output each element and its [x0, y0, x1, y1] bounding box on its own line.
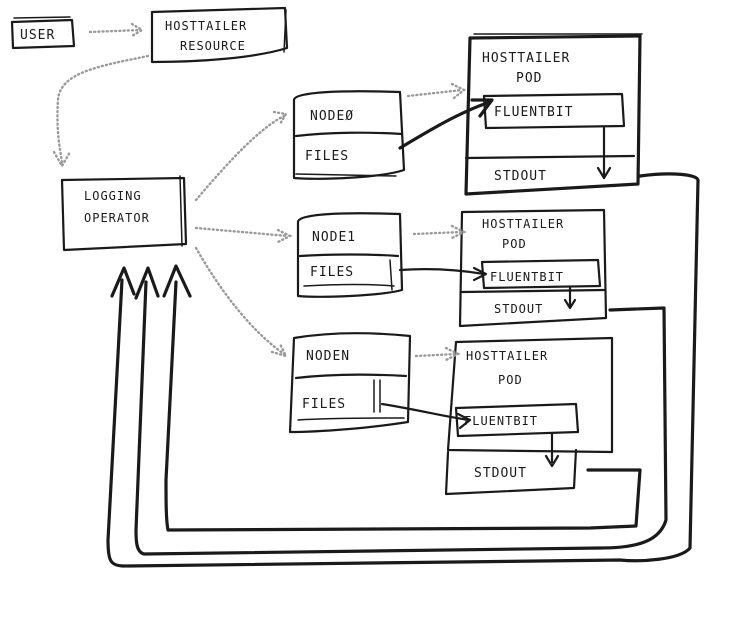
user-box: USER — [10, 16, 76, 50]
logging-operator-label-1: LOGGING — [84, 189, 142, 203]
noden-files-label: FILES — [302, 397, 346, 412]
podn-stdout-label: STDOUT — [474, 466, 527, 481]
pod0-stdout-label: STDOUT — [494, 169, 547, 184]
noden-box: NODEN FILES — [288, 332, 412, 434]
pod0-box: HOSTTAILER POD FLUENTBIT STDOUT — [464, 33, 643, 196]
node0-files-label: FILES — [305, 149, 349, 164]
pod0-fluentbit-label: FLUENTBIT — [494, 105, 573, 120]
pod1-box: HOSTTAILER POD FLUENTBIT STDOUT — [458, 208, 608, 328]
node1-label: NODE1 — [312, 230, 356, 245]
hosttailer-resource-label-2: RESOURCE — [180, 39, 246, 53]
pod0-title-2: POD — [516, 71, 542, 86]
node0-label: NODEØ — [310, 109, 354, 124]
logging-operator-box: LOGGING OPERATOR — [60, 175, 188, 252]
dotted-arrows — [52, 22, 467, 362]
node1-box: NODE1 FILES — [296, 212, 404, 298]
node0-box: NODEØ FILES — [292, 90, 406, 180]
node1-files-label: FILES — [310, 265, 354, 280]
return-pipes — [106, 172, 700, 568]
podn-title-1: HOSTTAILER — [466, 349, 548, 363]
podn-fluentbit-label: FLUENTBIT — [464, 414, 538, 428]
user-label: USER — [20, 28, 55, 43]
pod1-fluentbit-label: FLUENTBIT — [490, 270, 564, 284]
logging-operator-label-2: OPERATOR — [84, 211, 150, 225]
pod1-title-1: HOSTTAILER — [482, 217, 564, 231]
noden-label: NODEN — [306, 349, 350, 364]
solid-arrows — [380, 98, 612, 468]
pod1-title-2: POD — [502, 237, 527, 251]
pod1-stdout-label: STDOUT — [494, 302, 543, 316]
pod0-title-1: HOSTTAILER — [482, 51, 570, 66]
hosttailer-resource-box: HOSTTAILER RESOURCE — [150, 6, 289, 64]
hosttailer-resource-label-1: HOSTTAILER — [165, 19, 247, 33]
podn-title-2: POD — [498, 373, 523, 387]
podn-box: HOSTTAILER POD FLUENTBIT STDOUT — [444, 336, 614, 496]
